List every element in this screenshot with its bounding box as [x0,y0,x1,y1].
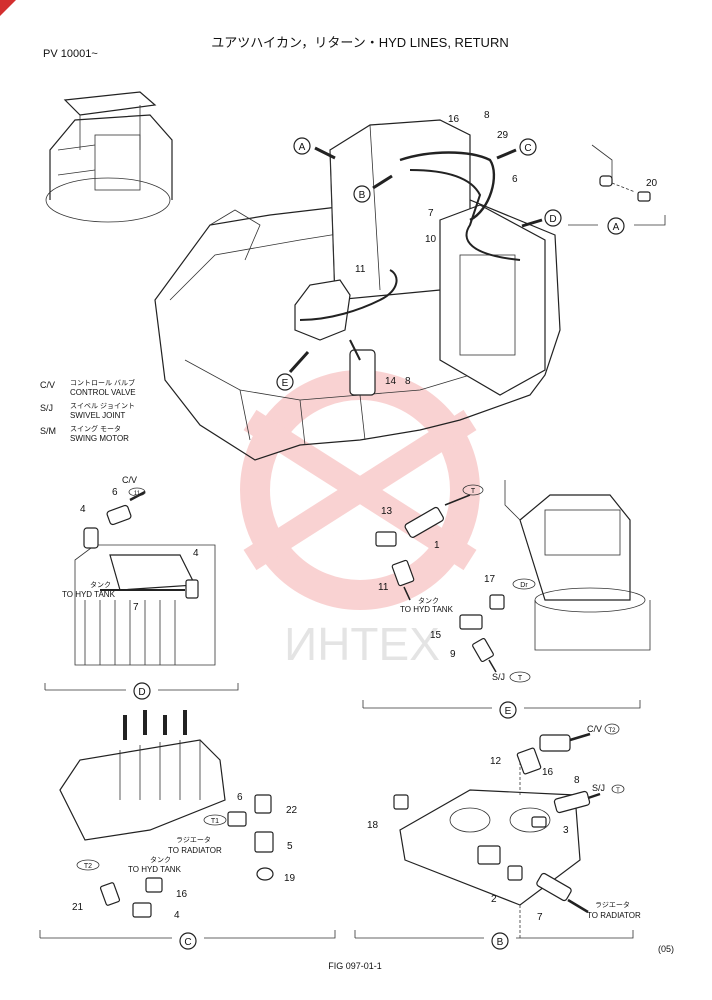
detail-view-a: 20 A [568,144,666,235]
view-b-part-8: 8 [574,775,580,786]
part-14: 14 [385,376,397,387]
corner-marker [0,0,16,16]
part-11: 11 [355,264,366,275]
main-part-numbers: 16 8 29 6 7 10 11 14 8 [355,110,518,387]
view-c-radiator-ja: ラジエータ [176,835,211,844]
excavator-thumbnail [45,91,173,223]
view-b-part-12: 12 [490,756,502,767]
watermark-cross-icon [243,409,477,571]
svg-text:B: B [359,190,366,201]
view-c-part-6: 6 [237,792,243,803]
legend-cv-ja: コントロール バルブ [70,378,135,387]
view-b-radiator-en: TO RADIATOR [587,911,641,920]
view-e-part-17: 17 [484,574,496,585]
view-c-radiator-en: TO RADIATOR [168,846,222,855]
view-b-sj-port: T [616,788,620,794]
view-marker-d[interactable]: D [521,209,562,228]
view-marker-e[interactable]: E [276,350,310,391]
view-b-label: B [497,937,504,948]
view-b-part-16: 16 [542,767,554,778]
view-d-part-6: 6 [112,487,118,498]
part-6: 6 [512,174,518,185]
view-d-part-7: 7 [133,602,139,613]
svg-text:D: D [549,214,556,225]
svg-text:A: A [299,142,306,153]
view-d-label: D [138,687,145,698]
legend-sj-en: SWIVEL JOINT [70,411,125,420]
view-c-part-4: 4 [174,910,180,921]
part-16: 16 [448,114,460,125]
view-c-port-t2: T2 [84,863,92,870]
legend-cv-en: CONTROL VALVE [70,388,136,397]
detail-view-d: C/V 11 6 4 4 7 タンク TO HYD TANK D [44,475,239,700]
view-e-port-t: T [471,488,476,495]
view-d-part-4a: 4 [80,504,86,515]
view-marker-a[interactable]: A [293,137,336,160]
legend-sj-ja: スイベル ジョイント [70,402,135,410]
view-e-part-9: 9 [450,649,456,660]
view-b-part-18: 18 [367,820,379,831]
view-b-cv-port: T2 [608,728,616,734]
legend-sm-ja: スイング モータ [70,424,121,433]
view-c-part-21: 21 [72,902,84,913]
legend-sm-abbr: S/M [40,426,56,436]
view-c-part-16: 16 [176,889,188,900]
part-29: 29 [497,130,509,141]
view-c-part-19: 19 [284,873,296,884]
view-e-port-t2: T [518,675,523,682]
view-b-sj: S/J [592,783,605,793]
view-b-radiator-ja: ラジエータ [595,900,630,909]
view-e-label: E [505,706,512,717]
view-e-port-dr: Dr [520,582,528,589]
legend-sm-en: SWING MOTOR [70,434,129,443]
view-d-cv: C/V [122,475,137,485]
serial-range: PV 10001~ [43,48,98,60]
view-d-tank-ja: タンク [90,580,111,589]
view-marker-c[interactable]: C [496,138,537,160]
view-e-part-15: 15 [430,630,442,641]
view-c-part-22: 22 [286,805,298,816]
page-number: (05) [658,944,674,954]
view-e-sj: S/J [492,672,505,682]
view-e-tank-ja: タンク [418,596,439,605]
main-frame-view: A B C D E 16 8 29 6 7 [154,110,562,461]
view-d-part-4b: 4 [193,548,199,559]
part-7: 7 [428,208,434,219]
view-e-part-13: 13 [381,506,393,517]
view-d-tank-en: TO HYD TANK [62,590,116,599]
view-b-part-3: 3 [563,825,569,836]
view-a-label: A [613,222,620,233]
detail-view-e: T Dr T 13 1 11 17 15 9 タンク TO HYD TANK S… [362,480,651,719]
part-8: 8 [484,110,490,121]
view-c-tank-ja: タンク [150,855,171,864]
view-c-part-5: 5 [287,841,293,852]
part-10: 10 [425,234,437,245]
svg-text:E: E [282,378,289,389]
svg-text:C: C [524,143,531,154]
legend-cv-abbr: C/V [40,380,55,390]
view-c-label: C [184,937,191,948]
view-e-part-1: 1 [434,540,440,551]
view-b-cv: C/V [587,724,602,734]
page-title: ユアツハイカン，リターン・HYD LINES, RETURN [211,35,508,50]
view-marker-b[interactable]: B [353,174,393,203]
part-8b: 8 [405,376,411,387]
watermark-text: ИНТЕХ [284,618,440,670]
view-a-part-20: 20 [646,178,658,189]
view-c-port-t1: T1 [211,818,219,825]
legend: C/V コントロール バルブ CONTROL VALVE S/J スイベル ジョ… [40,378,136,443]
view-e-part-11: 11 [378,582,389,593]
legend-sj-abbr: S/J [40,403,53,413]
view-e-tank-en: TO HYD TANK [400,605,454,614]
view-b-part-2: 2 [491,894,497,905]
watermark: ИНТЕХ [240,370,480,670]
view-b-part-7: 7 [537,912,543,923]
figure-number: FIG 097-01-1 [328,961,382,971]
view-c-tank-en: TO HYD TANK [128,865,182,874]
detail-view-b: C/V T2 S/J T 12 16 8 18 3 2 7 ラジエータ TO R… [354,723,641,950]
view-d-cv-port: 11 [134,491,141,497]
detail-view-c: 6 22 5 19 16 4 21 T1 T2 ラジエータ TO RADIATO… [39,710,336,950]
